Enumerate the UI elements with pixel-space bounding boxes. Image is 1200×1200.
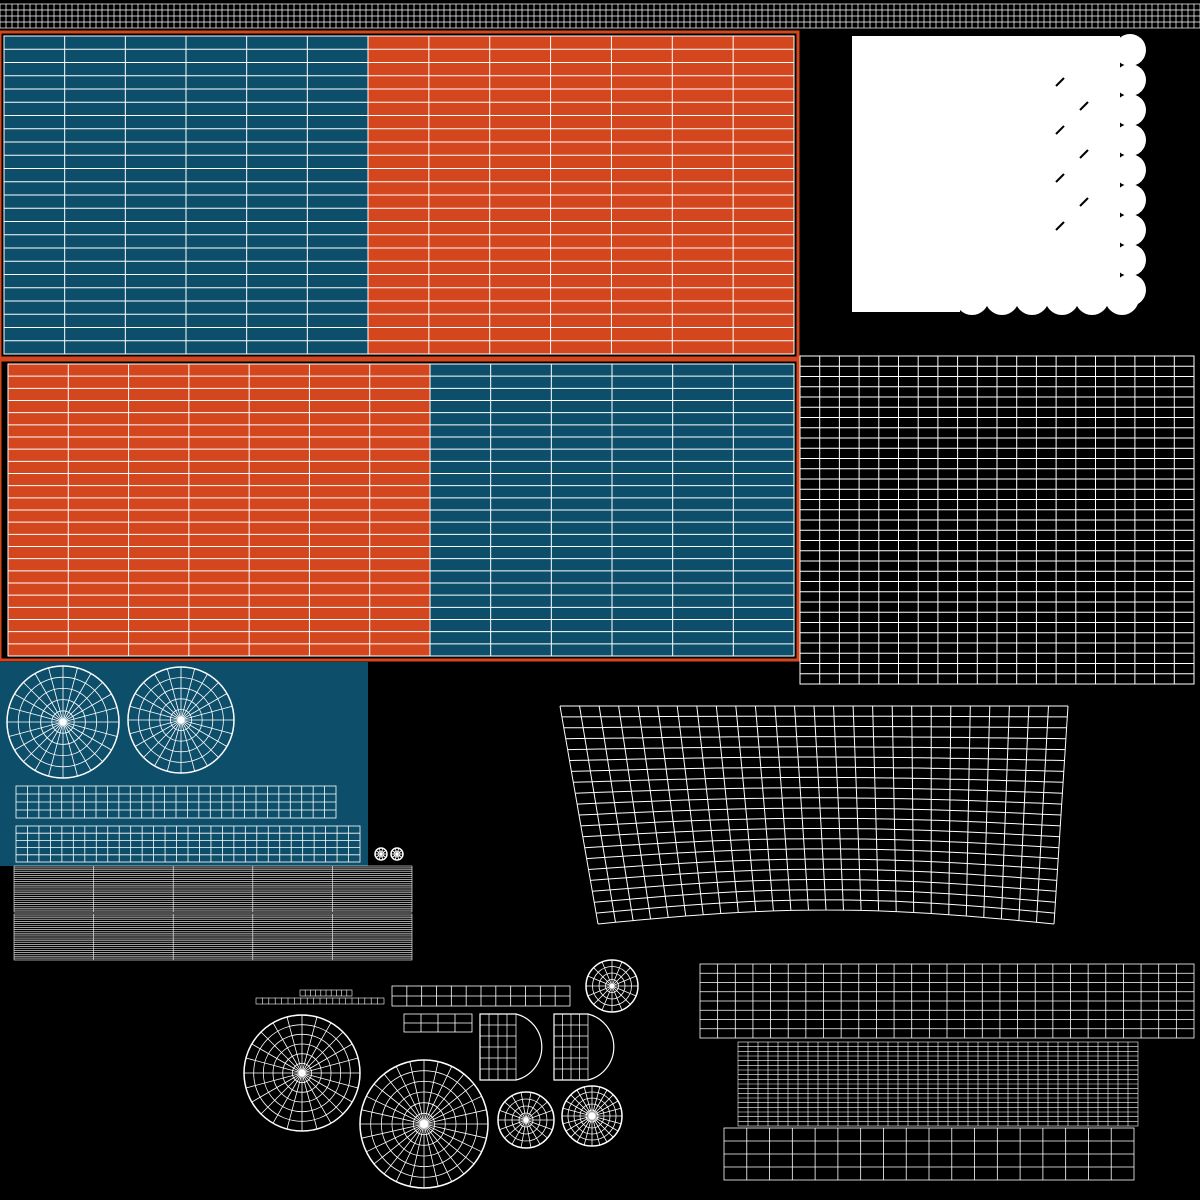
disc-small-b-ring bbox=[573, 1097, 611, 1135]
dense-strip-a-lines bbox=[14, 866, 412, 912]
white-scallop-bottom bbox=[955, 281, 989, 315]
disc-large-left-ring bbox=[262, 1033, 342, 1113]
disc-large-bottom-ring bbox=[370, 1070, 478, 1178]
blue-panel-mid-right-lines bbox=[430, 364, 794, 656]
disc-small-a-ring bbox=[504, 1098, 548, 1142]
disc-top-small-ring bbox=[598, 972, 626, 1000]
white-solid-island bbox=[852, 34, 1146, 315]
blue-panel-mid-right bbox=[0, 358, 800, 662]
white-notch bbox=[1055, 221, 1065, 231]
blue-small-panel bbox=[0, 662, 404, 866]
blue-disc-right-ring bbox=[169, 709, 192, 732]
dense-strip-b-lines bbox=[14, 914, 412, 960]
blue-disc-left-ring bbox=[29, 688, 97, 757]
bottom-left-dense-strips bbox=[13, 865, 413, 961]
blue-panel-top-left bbox=[3, 35, 369, 355]
orange-panel-mid-left-lines bbox=[8, 364, 430, 656]
white-notch bbox=[1055, 125, 1065, 135]
br-strip-c-lines bbox=[724, 1128, 1134, 1180]
thin-strip-a-lines bbox=[262, 998, 378, 1004]
disc-small-b-spokes bbox=[562, 1086, 622, 1146]
disc-large-left-ring bbox=[291, 1062, 313, 1084]
disc-small-a-ring bbox=[511, 1105, 541, 1135]
disc-top-small-spokes bbox=[586, 960, 638, 1012]
tiny-disc-a-ring bbox=[377, 850, 385, 858]
top-strip-lines bbox=[0, 4, 1200, 28]
br-strip-a-lines bbox=[700, 964, 1194, 1038]
white-notch bbox=[1079, 197, 1089, 207]
white-scallop-right bbox=[1114, 244, 1146, 276]
half-round-a bbox=[479, 1013, 543, 1081]
disc-large-bottom-ring bbox=[391, 1091, 457, 1157]
white-notch bbox=[1055, 173, 1065, 183]
blue-disc-left-ring bbox=[51, 710, 75, 734]
small-rect-b-lines bbox=[404, 1014, 472, 1032]
half-round-b-grid-lines bbox=[554, 1014, 588, 1080]
white-body bbox=[852, 36, 1120, 312]
disc-large-left-ring bbox=[282, 1053, 322, 1093]
disc-small-b-ring bbox=[579, 1103, 605, 1129]
blue-strip-b-lines bbox=[16, 826, 360, 862]
half-round-a-grid-lines bbox=[480, 1014, 516, 1080]
curved-band-island bbox=[559, 705, 1069, 925]
orange-panel-top-right bbox=[0, 30, 800, 360]
blue-disc-right-ring bbox=[159, 698, 203, 742]
disc-small-b-ring bbox=[585, 1109, 599, 1123]
blue-strip-a-lines bbox=[16, 786, 336, 818]
blue-disc-left-spokes bbox=[7, 666, 119, 778]
disc-top-small-ring bbox=[592, 966, 632, 1006]
blue-disc-right-spokes bbox=[128, 667, 234, 773]
blue-disc-left-ring bbox=[40, 699, 86, 745]
white-scallop-right bbox=[1114, 214, 1146, 246]
white-scallop-bottom bbox=[1075, 281, 1109, 315]
curved-band-mesh bbox=[559, 705, 1069, 925]
white-scallop-right bbox=[1114, 64, 1146, 96]
disc-large-bottom-ring bbox=[380, 1080, 468, 1168]
half-round-b bbox=[553, 1013, 615, 1081]
bottom-right-strips bbox=[699, 963, 1195, 1181]
white-scallop-right bbox=[1114, 94, 1146, 126]
thin-strip-b-lines bbox=[304, 990, 348, 996]
disc-large-left-spokes bbox=[244, 1015, 360, 1131]
black-wire-grid-lines bbox=[800, 356, 1194, 684]
disc-large-bottom-ring bbox=[412, 1112, 436, 1136]
small-rect-a-lines bbox=[392, 986, 570, 1006]
bottom-disc-cluster bbox=[243, 959, 639, 1189]
white-scallop-right bbox=[1114, 124, 1146, 156]
blue-disc-left-ring bbox=[17, 676, 109, 768]
blue-small-bg bbox=[0, 662, 368, 866]
disc-small-b-ring bbox=[567, 1091, 617, 1141]
disc-top-small-ring bbox=[605, 979, 619, 993]
br-strip-b-lines bbox=[738, 1042, 1138, 1126]
top-strip bbox=[0, 3, 1200, 29]
black-wire-grid-right bbox=[799, 355, 1195, 685]
white-scallop-bottom bbox=[1045, 281, 1079, 315]
white-notch bbox=[1055, 77, 1065, 87]
blue-panel-top-left-lines bbox=[4, 36, 368, 354]
white-notch bbox=[1079, 149, 1089, 159]
white-scallop-bottom bbox=[985, 281, 1019, 315]
disc-large-left-ring bbox=[272, 1043, 332, 1103]
white-scallop-right bbox=[1114, 184, 1146, 216]
white-scallop-bottom bbox=[1015, 281, 1049, 315]
white-notch bbox=[1079, 101, 1089, 111]
white-scallop-right bbox=[1114, 34, 1146, 66]
panel-row1-border bbox=[0, 30, 800, 360]
blue-disc-right-ring bbox=[138, 677, 224, 763]
white-scallop-bottom bbox=[1105, 281, 1139, 315]
panel-row2-border bbox=[0, 358, 800, 662]
blue-disc-right-ring bbox=[148, 687, 214, 753]
disc-large-left-ring bbox=[253, 1024, 351, 1122]
disc-large-bottom-ring bbox=[402, 1102, 446, 1146]
white-scallop-right bbox=[1114, 154, 1146, 186]
orange-panel-mid-left bbox=[7, 363, 431, 657]
tiny-disc-b-ring bbox=[393, 850, 401, 858]
disc-small-a-ring bbox=[518, 1112, 534, 1128]
orange-panel-top-right-lines bbox=[368, 36, 794, 354]
